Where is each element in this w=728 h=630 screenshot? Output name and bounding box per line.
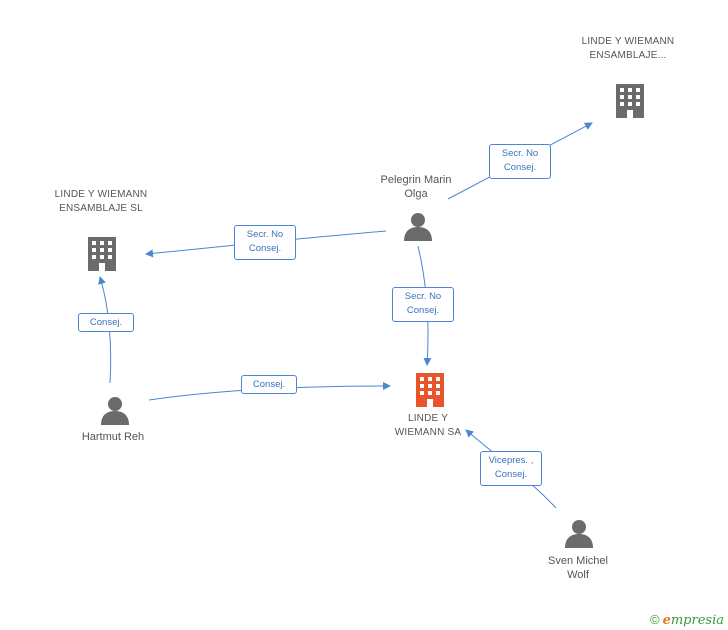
person-icon-pelegrin[interactable] bbox=[404, 213, 432, 241]
edge-label-hartmut-linde-sa: Consej. bbox=[241, 375, 297, 394]
edge-label-hartmut-linde-left: Consej. bbox=[78, 313, 134, 332]
person-icon-sven[interactable] bbox=[565, 520, 593, 548]
company-label-linde-left[interactable]: LINDE Y WIEMANN ENSAMBLAJE SL bbox=[54, 189, 148, 214]
copyright-icon: © bbox=[649, 612, 660, 627]
edge-label-pelegrin-linde-sa: Secr. No Consej. bbox=[392, 287, 454, 322]
person-icon-hartmut[interactable] bbox=[101, 397, 129, 425]
company-label-linde-sa[interactable]: LINDE Y WIEMANN SA bbox=[394, 413, 462, 438]
footer-brand[interactable]: ©empresia bbox=[650, 612, 724, 628]
edge-label-pelegrin-linde-top: Secr. No Consej. bbox=[489, 144, 551, 179]
building-icon-linde-left[interactable] bbox=[88, 237, 116, 271]
edge-label-sven-linde-sa: Vicepres. , Consej. bbox=[480, 451, 542, 486]
building-icon-linde-top[interactable] bbox=[616, 84, 644, 118]
building-icon-linde-sa[interactable] bbox=[416, 373, 444, 407]
edge-label-pelegrin-linde-left: Secr. No Consej. bbox=[234, 225, 296, 260]
person-label-pelegrin[interactable]: Pelegrin Marin Olga bbox=[380, 174, 452, 200]
brand-logo-text: mpresia bbox=[670, 613, 724, 628]
brand-logo-e: e bbox=[662, 613, 671, 628]
person-label-hartmut[interactable]: Hartmut Reh bbox=[81, 431, 145, 443]
company-label-linde-top[interactable]: LINDE Y WIEMANN ENSAMBLAJE... bbox=[581, 36, 675, 61]
person-label-sven[interactable]: Sven Michel Wolf bbox=[548, 555, 608, 581]
